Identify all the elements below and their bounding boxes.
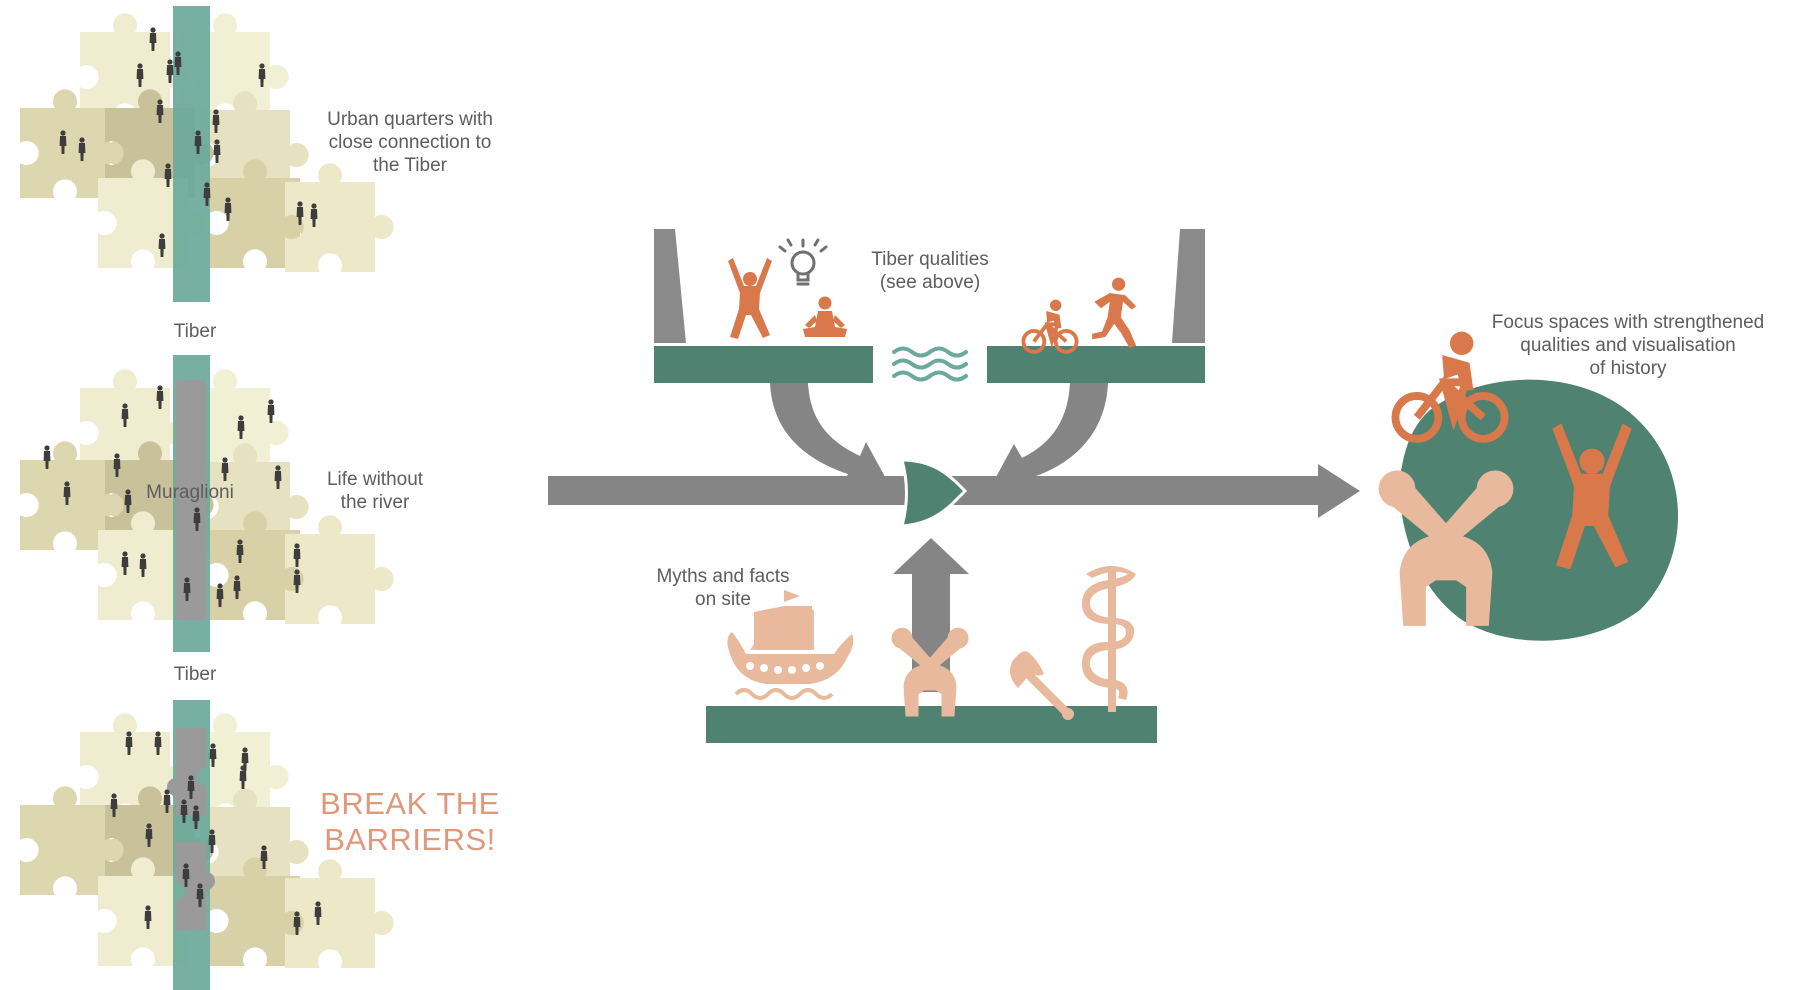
- curved-arrow-left: [770, 383, 890, 490]
- urban-quarters-line-3: the Tiber: [373, 155, 447, 176]
- myths-and-facts-line-2: on site: [695, 589, 751, 610]
- life-without-river-label: Life without the river: [300, 468, 450, 514]
- life-without-river-line-2: the river: [340, 492, 410, 513]
- urban-quarters-line-1: Urban quarters with: [327, 109, 493, 130]
- runner-icon: [1092, 277, 1137, 348]
- muraglioni-wall-strip: [176, 380, 206, 620]
- focus-spaces-line-3: of history: [1589, 358, 1667, 379]
- left-ground-platform: [654, 346, 873, 383]
- meditating-person-icon: [803, 296, 847, 337]
- break-the-barriers-line-1: BREAK THE: [320, 786, 500, 821]
- myths-and-facts-line-1: Myths and facts: [656, 566, 790, 587]
- left-embankment-wall: [654, 229, 686, 343]
- tiber-qualities-line-2: (see above): [879, 272, 981, 293]
- break-the-barriers-callout: BREAK THE BARRIERS!: [310, 786, 510, 858]
- panel-urban-quarters: [20, 6, 394, 302]
- life-without-river-line-1: Life without: [326, 469, 424, 490]
- curved-arrow-right: [990, 383, 1108, 490]
- right-ground-platform: [987, 346, 1205, 383]
- tiber-label-1: Tiber: [173, 321, 217, 342]
- cyclist-icon: [1021, 297, 1079, 354]
- water-waves-icon: [892, 346, 968, 382]
- break-the-barriers-line-2: BARRIERS!: [324, 822, 496, 857]
- myths-and-facts-label: Myths and facts on site: [638, 565, 808, 611]
- muraglioni-label: Muraglioni: [146, 482, 234, 503]
- focus-spaces-label: Focus spaces with strengthened qualities…: [1468, 311, 1788, 380]
- broken-wall-pieces: [167, 728, 215, 930]
- lightbulb-icon: [778, 238, 828, 286]
- person-cheering-icon: [728, 258, 772, 339]
- tiber-qualities-label: Tiber qualities (see above): [845, 248, 1015, 294]
- panel-break-barriers: [20, 700, 394, 990]
- tiber-qualities-line-1: Tiber qualities: [871, 249, 989, 270]
- history-ground-platform: [706, 706, 1157, 743]
- tiber-label-2: Tiber: [173, 664, 217, 685]
- panel-life-without-river: [20, 355, 394, 652]
- focus-spaces-group: [1380, 332, 1678, 641]
- staff-of-asclepius-icon: [1082, 566, 1136, 712]
- right-embankment-wall: [1172, 229, 1205, 343]
- tiber-river-strip: [173, 6, 210, 302]
- battle-axe-icon: [1010, 651, 1074, 720]
- focus-spaces-line-2: qualities and visualisation: [1520, 335, 1736, 356]
- viking-ship-icon: [727, 590, 854, 700]
- center-flow-diagram: [548, 229, 1360, 743]
- urban-quarters-label: Urban quarters with close connection to …: [300, 108, 520, 177]
- converging-node: [900, 458, 968, 528]
- urban-quarters-line-2: close connection to: [328, 132, 492, 153]
- focus-spaces-line-1: Focus spaces with strengthened: [1491, 312, 1765, 333]
